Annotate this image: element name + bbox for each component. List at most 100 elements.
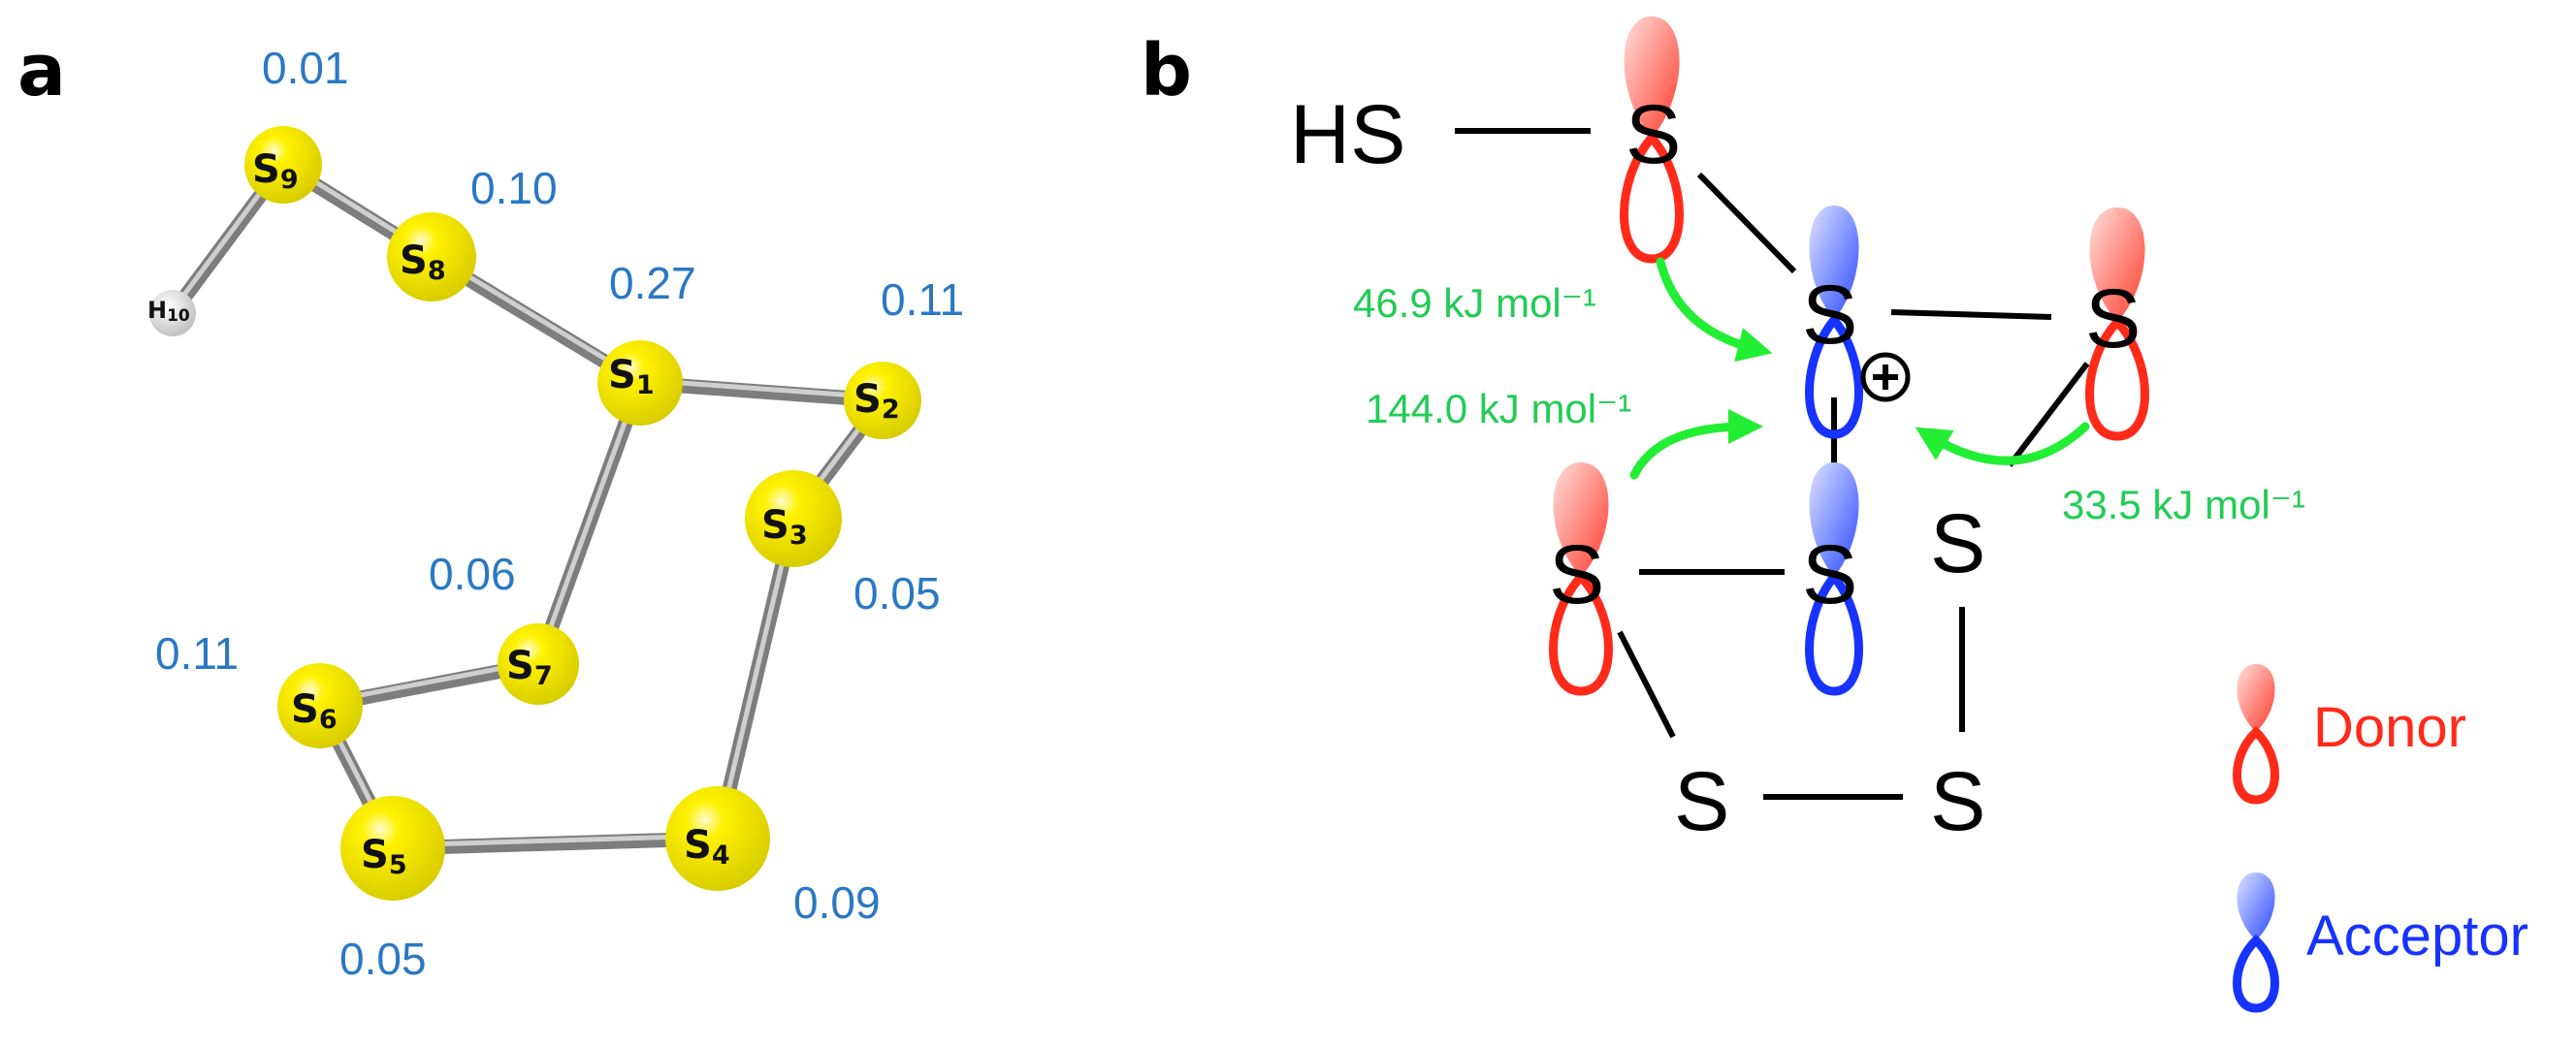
atom-label-S2: S2 (853, 377, 900, 425)
donor-orbital-right-lower-lobe (2085, 315, 2149, 441)
atom-S7 (498, 623, 579, 705)
atom-subscript-S7: 7 (534, 661, 553, 691)
atom-subscript-S6: 6 (319, 705, 338, 735)
charge-S3: 0.05 (853, 568, 941, 619)
atom-s-cation: S (1802, 269, 1857, 362)
donor-orbital-left (1549, 462, 1613, 696)
acceptor-legend-icon-lower-lobe (2233, 934, 2279, 1013)
arrow-33-5 (1915, 422, 2090, 465)
atom-element-S6: S (291, 687, 319, 732)
charge-S6: 0.11 (155, 628, 239, 679)
legend-acceptor-label: Acceptor (2306, 904, 2528, 968)
donor-orbital-right-upper-lobe (2089, 207, 2145, 322)
atom-s-left: S (1549, 528, 1604, 621)
atom-s-bottom-right: S (1930, 755, 1985, 848)
legend-donor-label: Donor (2313, 696, 2466, 759)
atom-s-middle: S (1802, 528, 1857, 621)
atom-S3 (745, 470, 842, 567)
atom-label-S6: S6 (291, 687, 338, 735)
atom-element-S5: S (361, 833, 389, 877)
panel-a-letter: a (17, 29, 66, 112)
bond-sright-sr2 (2007, 362, 2090, 467)
charge-S4: 0.09 (793, 877, 881, 928)
energy-label-3: 33.5 kJ mol⁻¹ (2062, 482, 2305, 527)
acceptor-orbital-cation-lower-lobe (1805, 312, 1863, 439)
charge-S1: 0.27 (609, 258, 696, 308)
bond-S4-S5 (385, 831, 725, 856)
donor-orbital-top-upper-lobe (1624, 16, 1680, 138)
atom-label-S3: S3 (761, 503, 808, 551)
atom-S5 (340, 796, 445, 901)
atom-element-S3: S (761, 503, 789, 548)
atom-s-bottom-left: S (1674, 755, 1729, 848)
atom-element-S7: S (506, 644, 534, 688)
atom-element-H10: H (147, 297, 167, 324)
atom-S8 (387, 212, 476, 301)
atom-S4 (665, 786, 770, 891)
acceptor-orbital-cation-upper-lobe (1809, 206, 1859, 320)
energy-label-1: 46.9 kJ mol⁻¹ (1353, 280, 1596, 326)
donor-legend-icon (2233, 664, 2279, 805)
atom-label-S1: S1 (608, 353, 655, 400)
charge-S5: 0.05 (339, 934, 427, 984)
energy-label-2: 144.0 kJ mol⁻¹ (1366, 386, 1631, 431)
orbitals (1549, 16, 2149, 696)
atom-label-S4: S4 (684, 823, 730, 871)
atom-S6 (277, 663, 363, 748)
donor-orbital-right (2085, 207, 2149, 441)
donor-orbital-left-lower-lobe (1549, 570, 1613, 696)
atom-subscript-S3: 3 (789, 521, 808, 551)
donor-orbital-top-lower-lobe (1620, 131, 1684, 264)
charge-S7: 0.06 (429, 549, 516, 599)
hs-label: HS (1290, 88, 1405, 181)
interaction-arrows (1629, 257, 2090, 480)
atom-S9 (244, 126, 322, 204)
atom-element-S9: S (252, 147, 280, 192)
atom-label-S8: S8 (400, 238, 446, 286)
acceptor-orbital-middle-upper-lobe (1809, 462, 1859, 577)
bond-stop-scat (1696, 172, 1797, 274)
atom-subscript-S1: 1 (636, 370, 655, 400)
atom-S1 (597, 340, 683, 426)
bond-sleft-sbl (1617, 630, 1676, 739)
bond-highlight-S7-S1 (535, 377, 643, 664)
atom-element-S4: S (684, 823, 712, 868)
atom-s-right: S (2085, 272, 2141, 365)
charge-S9: 0.01 (262, 43, 349, 93)
atom-s-top: S (1626, 88, 1681, 181)
atom-subscript-S5: 5 (389, 850, 407, 880)
arrow-46-9 (1656, 257, 1773, 363)
panel-b: b HS S S S S S S S S + (1141, 16, 2528, 1013)
acceptor-orbital-middle-lower-lobe (1805, 569, 1863, 696)
acceptor-legend-icon-upper-lobe (2237, 872, 2275, 940)
structure-bonds (1455, 128, 2090, 800)
atom-subscript-S8: 8 (428, 256, 446, 286)
donor-orbital-left-upper-lobe (1553, 462, 1609, 577)
atom-label-S7: S7 (506, 644, 553, 691)
acceptor-legend-icon (2233, 872, 2279, 1013)
atom-element-S8: S (400, 238, 428, 283)
atom-label-H10: H10 (147, 297, 190, 326)
legend: Donor Acceptor (2233, 664, 2528, 1013)
donor-legend-icon-upper-lobe (2237, 664, 2275, 732)
charge-S2: 0.11 (881, 274, 964, 325)
atom-element-S2: S (853, 377, 882, 422)
atom-s-right-lower: S (1930, 497, 1985, 590)
bond-highlight-S3-S4 (715, 513, 796, 839)
atom-H10 (149, 290, 196, 336)
donor-legend-icon-lower-lobe (2233, 725, 2279, 805)
arrow-144-0 (1629, 409, 1763, 480)
atom-label-S9: S9 (252, 147, 299, 195)
donor-orbital-top (1620, 16, 1684, 264)
panel-b-letter: b (1141, 29, 1192, 112)
atom-S2 (844, 362, 921, 439)
acceptor-orbital-middle (1805, 462, 1863, 696)
atom-subscript-H10: 10 (167, 306, 190, 326)
bond-highlight-S4-S5 (390, 833, 721, 848)
bond-scat-sright (1890, 309, 2052, 320)
acceptor-orbital-cation (1805, 206, 1863, 439)
